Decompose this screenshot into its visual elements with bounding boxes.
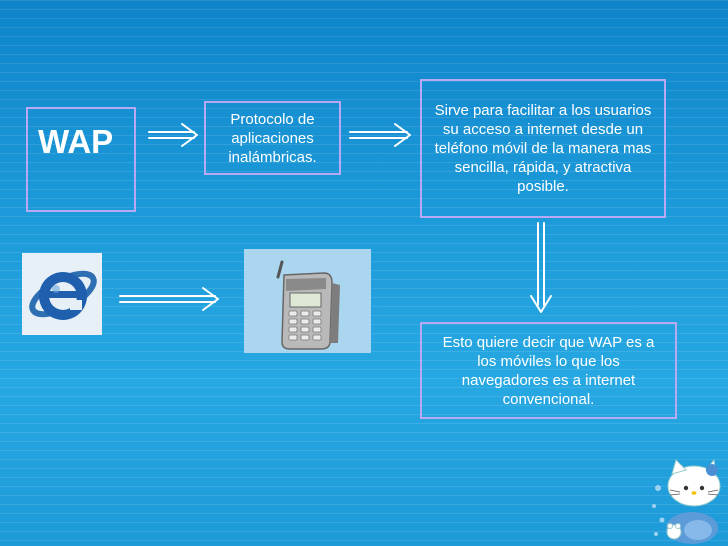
arrow-wap-to-protocol	[148, 123, 198, 147]
protocol-definition-box: Protocolo de aplicaciones inalámbricas.	[204, 101, 341, 175]
purpose-box: Sirve para facilitar a los usuarios su a…	[420, 79, 666, 218]
arrow-browser-to-phone	[119, 287, 219, 311]
meaning-text: Esto quiere decir que WAP es a los móvil…	[442, 333, 655, 408]
arrow-purpose-to-meaning	[530, 222, 552, 313]
protocol-definition-text: Protocolo de aplicaciones inalámbricas.	[228, 110, 317, 166]
mobile-phone-icon	[244, 249, 371, 353]
wap-title-box: WAP	[26, 107, 136, 212]
wap-title: WAP	[38, 123, 114, 160]
internet-explorer-logo-icon	[22, 253, 102, 335]
arrow-protocol-to-purpose	[349, 123, 411, 147]
purpose-text: Sirve para facilitar a los usuarios su a…	[434, 102, 652, 195]
meaning-box: Esto quiere decir que WAP es a los móvil…	[420, 322, 677, 419]
hello-kitty-mascot-icon	[652, 458, 721, 544]
